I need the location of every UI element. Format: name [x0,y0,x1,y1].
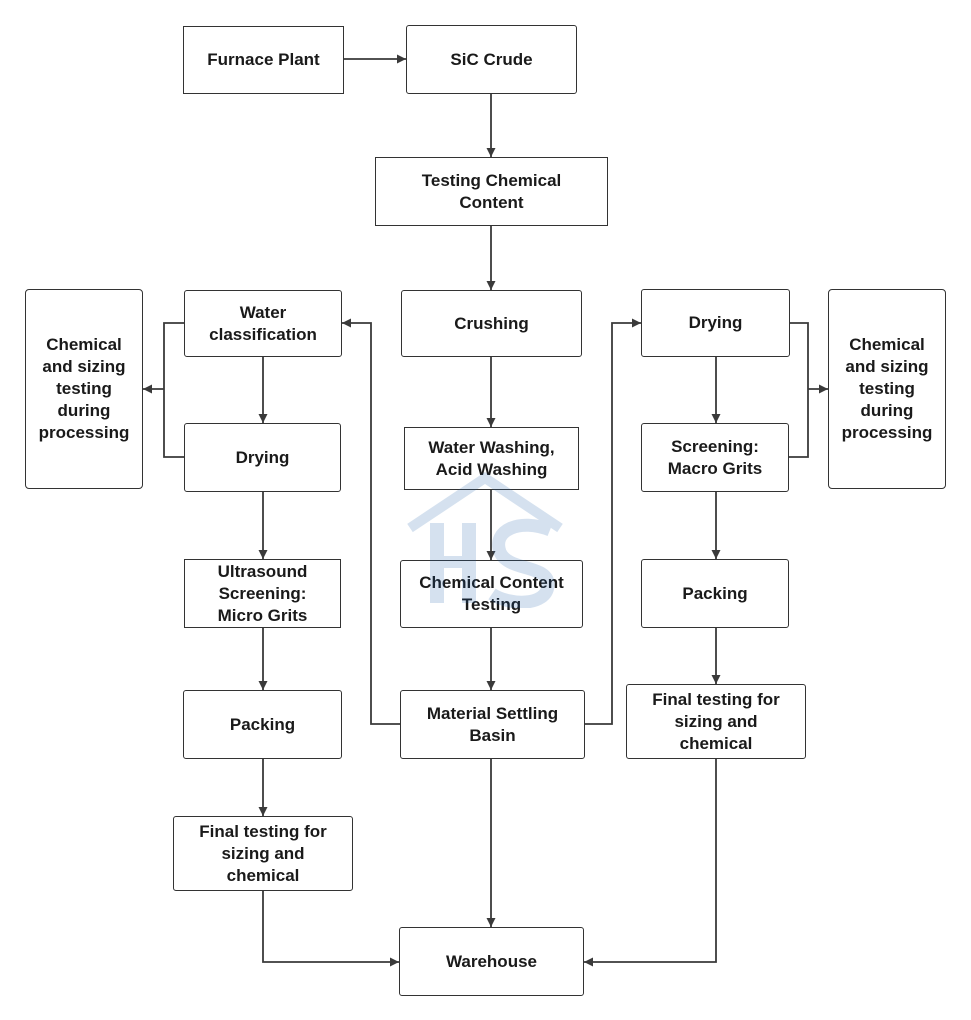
testing-chemical-content-node: Testing Chemical Content [375,157,608,226]
chemical-sizing-testing-right-node: Chemical and sizing testing during proce… [828,289,946,489]
screening-macro-grits-node: Screening: Macro Grits [641,423,789,492]
packing-left-node: Packing [183,690,342,759]
material-settling-basin-node: Material Settling Basin [400,690,585,759]
drying-left-node: Drying [184,423,341,492]
drying-right-node: Drying [641,289,790,357]
crushing-node: Crushing [401,290,582,357]
edge-settling-to-water-class [342,318,400,725]
edge-final-left-to-warehouse [262,891,399,967]
edge-final-right-to-warehouse [584,759,717,967]
chemical-content-testing-node: Chemical Content Testing [400,560,583,628]
water-classification-node: Water classification [184,290,342,357]
edge-right-bracket [789,322,809,458]
sic-crude-node: SiC Crude [406,25,577,94]
water-acid-washing-node: Water Washing, Acid Washing [404,427,579,490]
furnace-plant-node: Furnace Plant [183,26,344,94]
final-testing-left-node: Final testing for sizing and chemical [173,816,353,891]
warehouse-node: Warehouse [399,927,584,996]
ultrasound-screening-node: Ultrasound Screening: Micro Grits [184,559,341,628]
chemical-sizing-testing-left-node: Chemical and sizing testing during proce… [25,289,143,489]
edge-settling-to-drying-right [585,318,641,725]
edge-left-bracket [163,322,184,458]
packing-right-node: Packing [641,559,789,628]
final-testing-right-node: Final testing for sizing and chemical [626,684,806,759]
